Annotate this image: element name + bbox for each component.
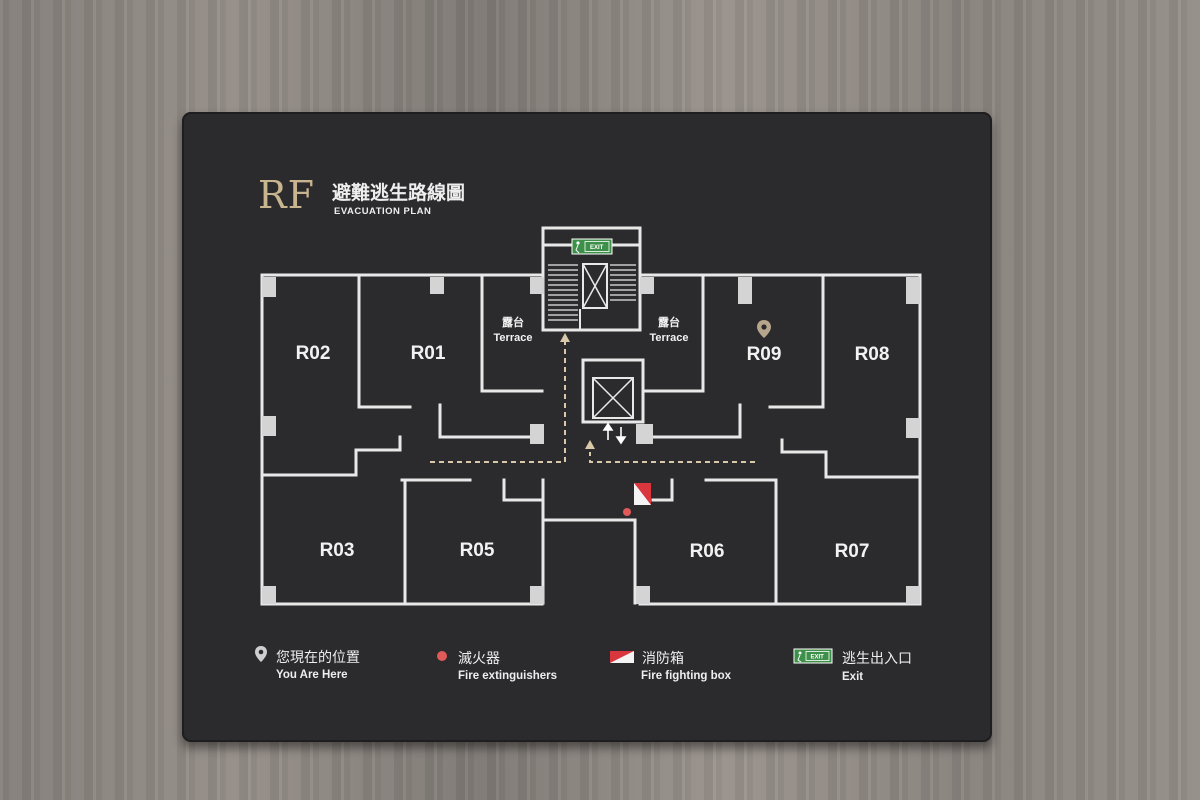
terrace-label-zh: 露台 bbox=[502, 317, 524, 329]
terrace-label-zh: 露台 bbox=[658, 317, 680, 329]
exit-sign-text: EXIT bbox=[590, 245, 604, 251]
terrace-label-en: Terrace bbox=[493, 332, 533, 344]
fire-box-legend-icon bbox=[610, 651, 634, 663]
location-pin-icon bbox=[255, 646, 267, 662]
structural-columns bbox=[262, 277, 920, 604]
terrace-label-en: Terrace bbox=[649, 332, 689, 344]
you-are-here-pin-icon bbox=[757, 320, 771, 338]
red-dot-icon bbox=[437, 651, 447, 661]
fire-box-icon bbox=[634, 483, 651, 505]
route-arrow-up bbox=[585, 440, 595, 449]
plan-title-zh: 避難逃生路線圖 bbox=[332, 182, 466, 204]
legend-extinguisher-en: Fire extinguishers bbox=[458, 670, 558, 682]
legend-fire-box-zh: 消防箱 bbox=[642, 651, 684, 667]
brand-logo: RF bbox=[258, 173, 315, 217]
elevator-arrows-icon bbox=[602, 422, 627, 445]
stair-treads bbox=[548, 264, 636, 321]
legend-you-are-here-zh: 您現在的位置 bbox=[276, 650, 360, 666]
exit-sign-icon: EXIT bbox=[571, 238, 613, 255]
elevator-shaft bbox=[581, 358, 645, 424]
room-label-r02: R02 bbox=[295, 343, 331, 364]
room-label-r03: R03 bbox=[319, 540, 355, 561]
terrace-label-right: 露台 Terrace bbox=[650, 316, 689, 346]
legend-exit-en: Exit bbox=[842, 671, 864, 683]
exit-sign-legend-icon: EXIT bbox=[793, 648, 833, 664]
evacuation-route bbox=[430, 342, 755, 463]
room-label-r09: R09 bbox=[746, 344, 782, 365]
room-label-r01: R01 bbox=[410, 343, 446, 364]
terrace-label-left: 露台 Terrace bbox=[494, 316, 533, 346]
route-arrow-up bbox=[560, 333, 570, 342]
room-label-r08: R08 bbox=[854, 344, 890, 365]
evacuation-sign-panel bbox=[182, 112, 992, 742]
plan-title-en: EVACUATION PLAN bbox=[334, 206, 432, 217]
outer-wall-right bbox=[638, 273, 922, 606]
room-label-r06: R06 bbox=[689, 541, 725, 562]
exit-legend-sign-text: EXIT bbox=[811, 655, 825, 661]
room-label-r05: R05 bbox=[459, 540, 495, 561]
legend-fire-box-en: Fire fighting box bbox=[641, 670, 732, 682]
room-label-r07: R07 bbox=[834, 541, 870, 562]
legend-exit-zh: 逃生出入口 bbox=[842, 651, 912, 667]
fire-extinguisher-icon bbox=[623, 508, 631, 516]
outer-wall-left bbox=[260, 273, 544, 606]
legend-extinguisher-zh: 滅火器 bbox=[458, 651, 500, 667]
legend-you-are-here-en: You Are Here bbox=[276, 669, 348, 681]
